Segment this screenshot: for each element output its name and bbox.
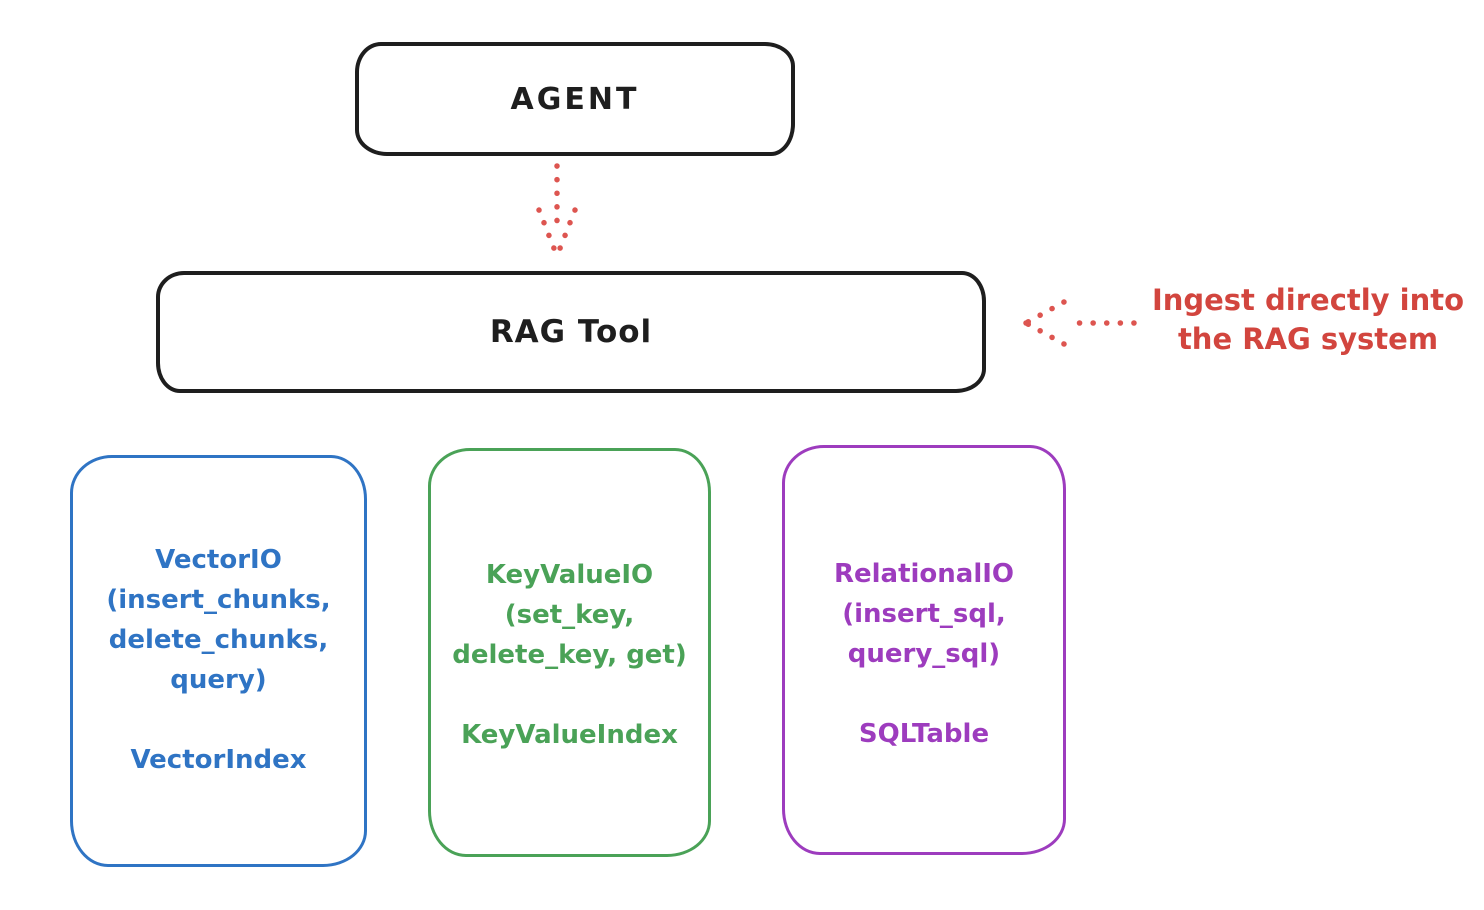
relational-io-method-line: query_sql): [847, 639, 1001, 669]
keyvalue-io-method-line: delete_key, get): [452, 640, 687, 670]
keyvalue-io-method-line: (set_key,: [504, 600, 635, 630]
relational-io-node: RelationalIO (insert_sql, query_sql) SQL…: [782, 445, 1066, 855]
keyvalue-io-title: KeyValueIO: [485, 560, 654, 590]
relational-io-title: RelationalIO: [833, 559, 1015, 589]
spacer: [73, 700, 364, 740]
ingest-annotation-arrow: [1023, 299, 1137, 347]
rag-tool-node-label: RAG Tool: [489, 314, 653, 350]
rag-tool-node: RAG Tool: [156, 271, 986, 393]
vector-io-method-line: delete_chunks,: [108, 625, 329, 655]
keyvalue-index-label: KeyValueIndex: [461, 720, 678, 750]
spacer: [785, 674, 1063, 714]
agent-to-ragtool-arrow: [536, 163, 578, 259]
ingest-annotation: Ingest directly into the RAG system: [1138, 281, 1478, 359]
keyvalue-io-node: KeyValueIO (set_key, delete_key, get) Ke…: [428, 448, 711, 857]
relational-io-method-line: (insert_sql,: [842, 599, 1006, 629]
agent-node-label: AGENT: [510, 81, 640, 117]
vector-io-method-line: (insert_chunks,: [106, 585, 331, 615]
vector-io-title: VectorIO: [155, 545, 282, 575]
vector-index-label: VectorIndex: [130, 745, 307, 775]
vector-io-method-line: query): [170, 665, 267, 695]
ingest-annotation-line2: the RAG system: [1177, 322, 1439, 356]
ingest-annotation-line1: Ingest directly into: [1151, 283, 1465, 317]
vector-io-node: VectorIO (insert_chunks, delete_chunks, …: [70, 455, 367, 867]
spacer: [431, 675, 708, 715]
sql-table-label: SQLTable: [858, 719, 990, 749]
agent-node: AGENT: [355, 42, 795, 156]
